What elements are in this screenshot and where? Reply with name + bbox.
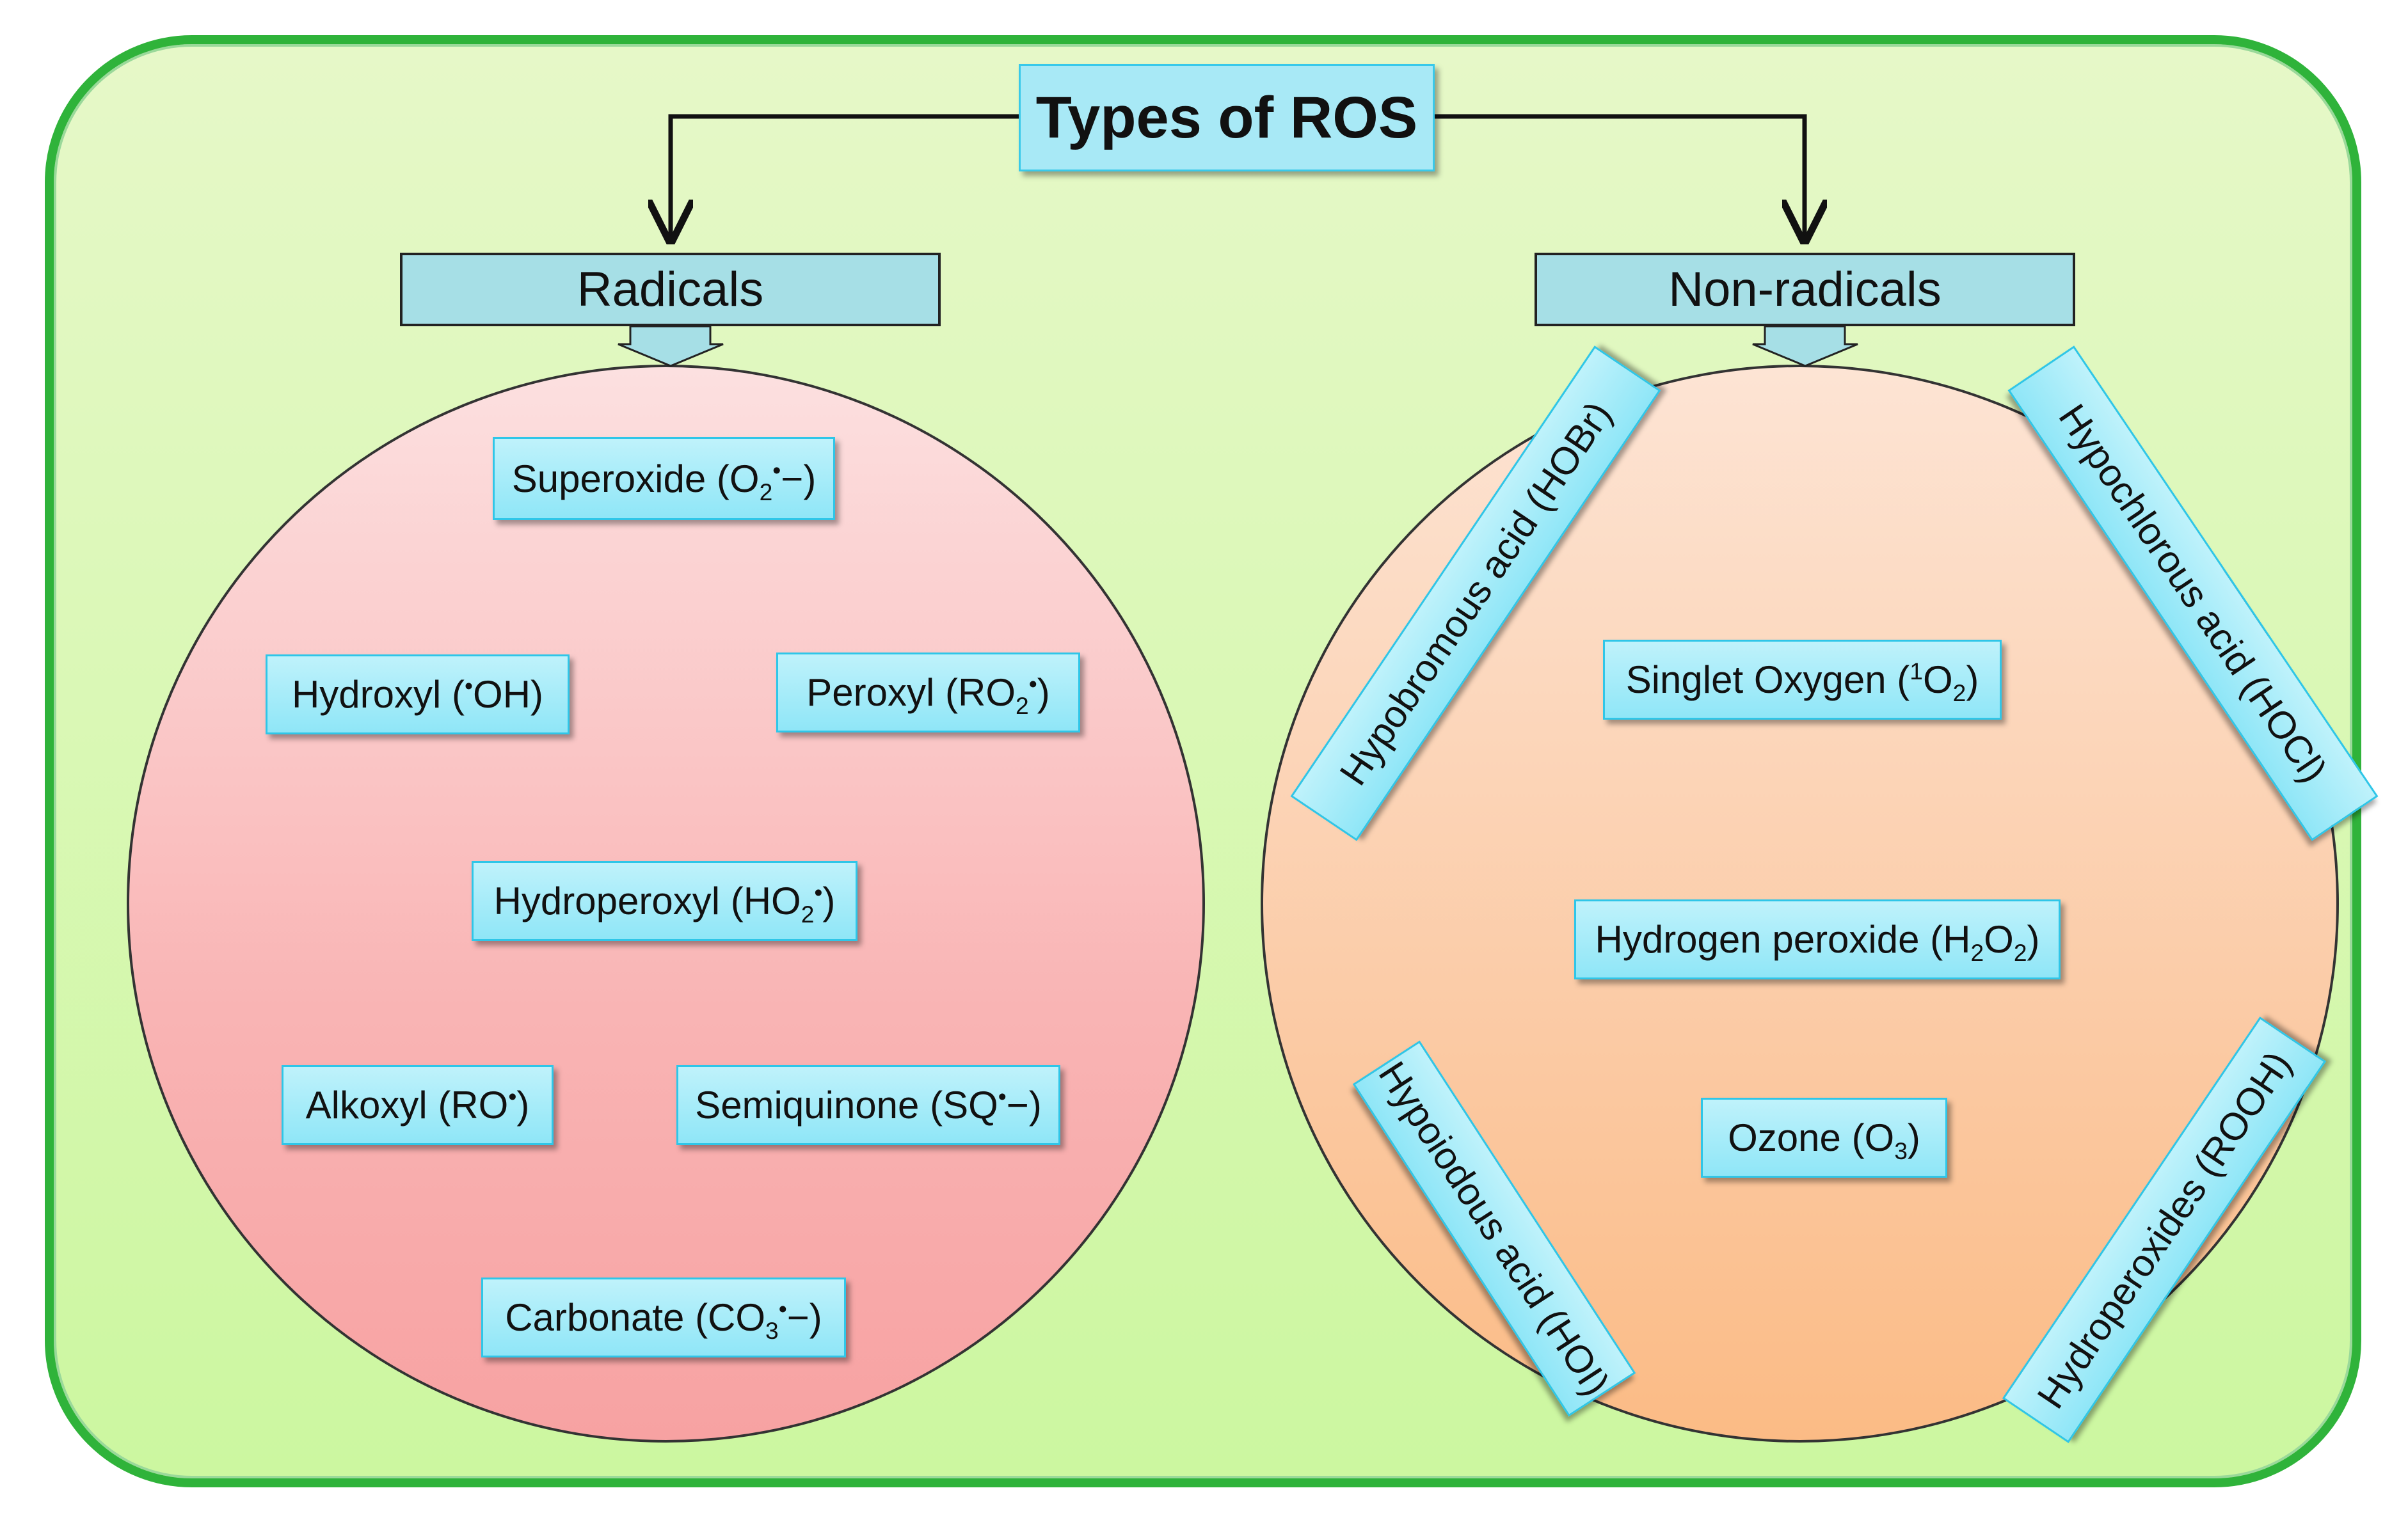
non-radical-ozone: Ozone (O3) (1701, 1098, 1947, 1178)
radical-carbonate: Carbonate (CO3•−) (481, 1278, 846, 1357)
radicals-heading: Radicals (400, 253, 941, 326)
species-label: Ozone (1728, 1116, 1841, 1159)
radical-hydroperoxyl: Hydroperoxyl (HO2•) (472, 861, 857, 941)
species-formula: (RO•) (438, 1083, 530, 1127)
radicals-down-arrow (618, 325, 724, 367)
species-formula: (CO3•−) (695, 1295, 822, 1344)
non-radicals-down-arrow (1752, 325, 1858, 367)
page-title: Types of ROS (1019, 64, 1435, 171)
radical-superoxide: Superoxide (O2•−) (493, 437, 835, 520)
species-label: Hydroperoxyl (493, 880, 721, 922)
species-label: Peroxyl (806, 671, 935, 714)
species-label: Hydroxyl (291, 673, 442, 716)
species-formula: (H2O2) (1930, 918, 2040, 966)
species-formula: (HO2•) (730, 879, 836, 928)
non-radical-hydrogen-peroxide: Hydrogen peroxide (H2O2) (1574, 899, 2061, 979)
species-formula: (•OH) (452, 672, 544, 716)
species-label: Carbonate (505, 1296, 685, 1339)
non-radical-singlet-oxygen: Singlet Oxygen (1O2) (1603, 640, 2002, 720)
species-formula: (1O2) (1897, 658, 1979, 706)
species-label: Semiquinone (695, 1084, 920, 1127)
non-radicals-heading: Non-radicals (1535, 253, 2075, 326)
species-formula: (SQ•−) (930, 1083, 1042, 1127)
species-label: Singlet Oxygen (1625, 658, 1886, 701)
radical-peroxyl: Peroxyl (RO2•) (776, 653, 1080, 732)
species-formula: (O2•−) (716, 456, 817, 505)
species-label: Alkoxyl (305, 1084, 427, 1127)
arrow-to-non-radicals (1435, 114, 1805, 240)
radical-hydroxyl: Hydroxyl (•OH) (266, 654, 570, 734)
species-formula: (O3) (1851, 1116, 1920, 1164)
radical-semiquinone: Semiquinone (SQ•−) (676, 1065, 1060, 1145)
radical-alkoxyl: Alkoxyl (RO•) (282, 1065, 554, 1145)
species-label: Hydrogen peroxide (1595, 918, 1920, 961)
species-label: Superoxide (511, 457, 706, 500)
species-formula: (RO2•) (945, 670, 1050, 719)
arrow-to-radicals (671, 114, 1019, 240)
